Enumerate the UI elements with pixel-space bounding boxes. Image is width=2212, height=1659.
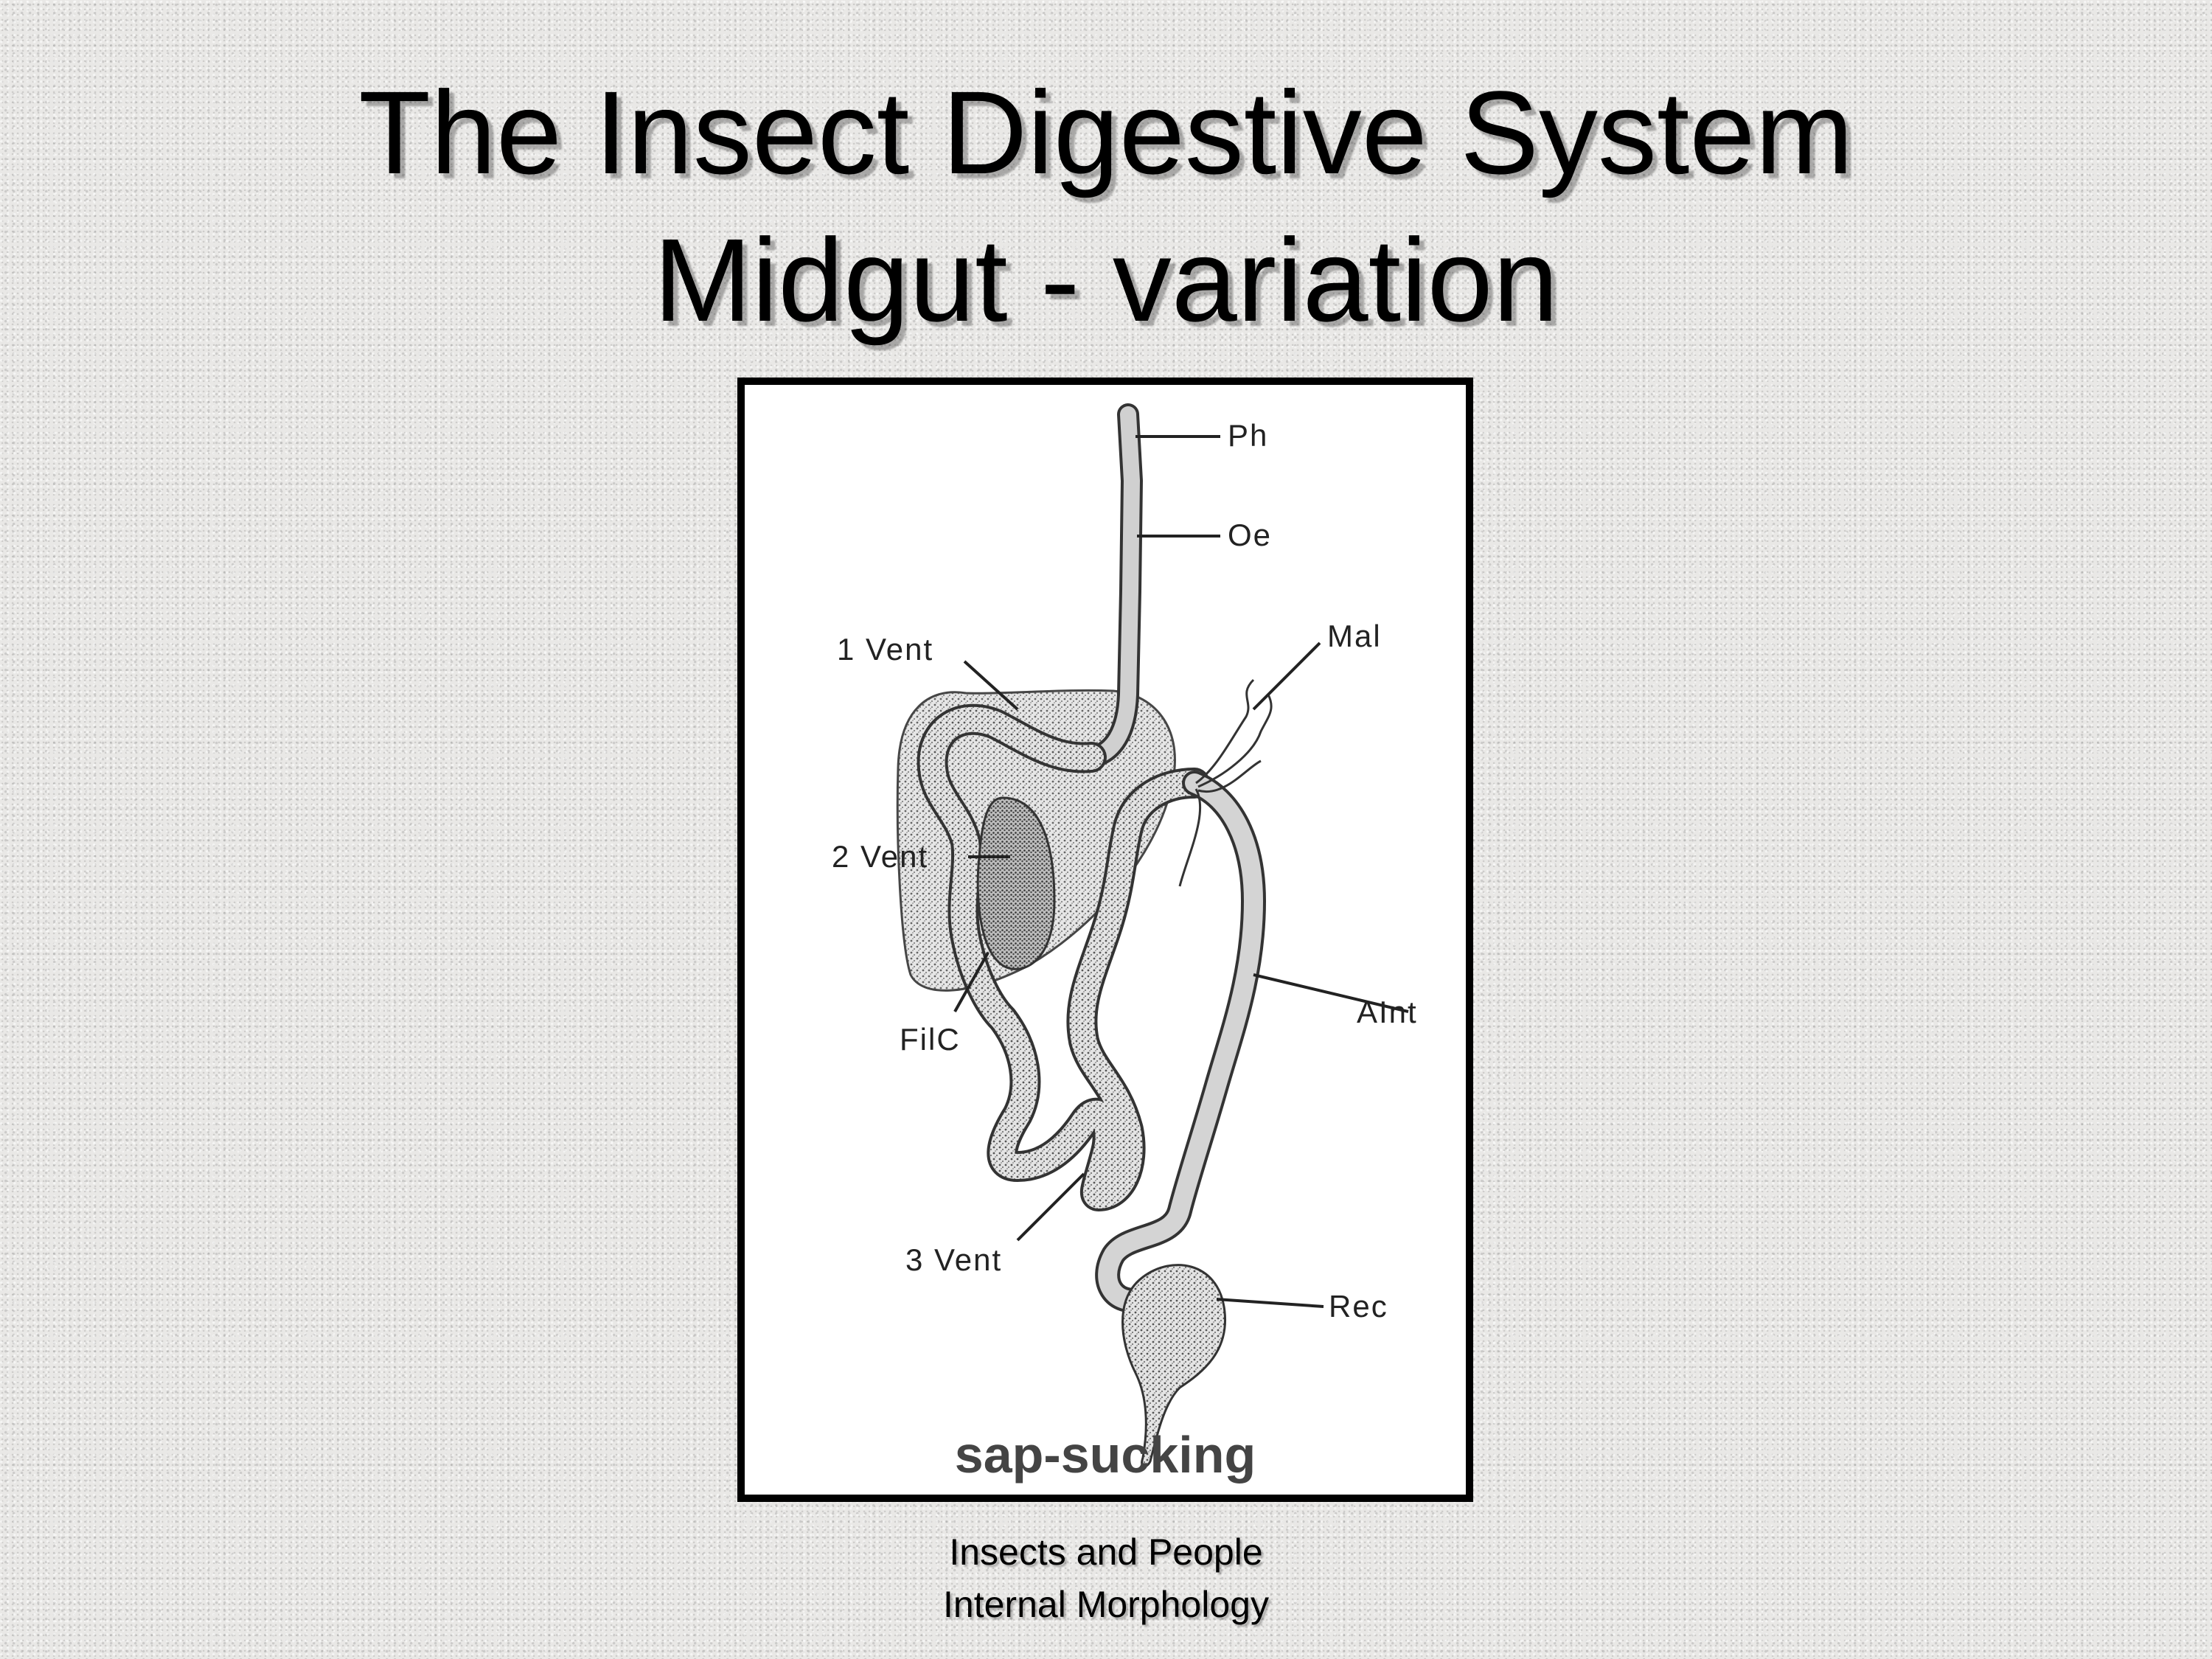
footer-line-1: Insects and People [949, 1531, 1263, 1573]
footer-line-2: Internal Morphology [943, 1584, 1269, 1625]
second-ventriculus [976, 796, 1056, 970]
slide-title: The Insect Digestive System Midgut - var… [0, 59, 2212, 354]
label-rec: Rec [1329, 1289, 1388, 1324]
figure-caption: sap-sucking [955, 1426, 1256, 1484]
label-3-vent: 3 Vent [905, 1242, 1002, 1277]
label-2-vent: 2 Vent [832, 839, 928, 874]
title-line-1: The Insect Digestive System [358, 66, 1854, 198]
malpighian-tubules [1178, 678, 1273, 887]
gut-diagram: Ph Oe 1 Vent Mal 2 Vent FilC AInt 3 Vent… [832, 403, 1418, 1484]
label-filc: FilC [900, 1022, 961, 1057]
slide-footer: Insects and People Internal Morphology [811, 1526, 1401, 1631]
leader-lines [953, 435, 1409, 1308]
label-oe: Oe [1228, 518, 1272, 552]
label-mal: Mal [1327, 619, 1382, 653]
label-1-vent: 1 Vent [837, 632, 933, 667]
label-aint: AInt [1357, 995, 1418, 1029]
digestive-system-figure: Ph Oe 1 Vent Mal 2 Vent FilC AInt 3 Vent… [737, 378, 1473, 1502]
rectum [1121, 1264, 1226, 1468]
title-line-2: Midgut - variation [653, 214, 1559, 346]
label-ph: Ph [1228, 418, 1268, 453]
